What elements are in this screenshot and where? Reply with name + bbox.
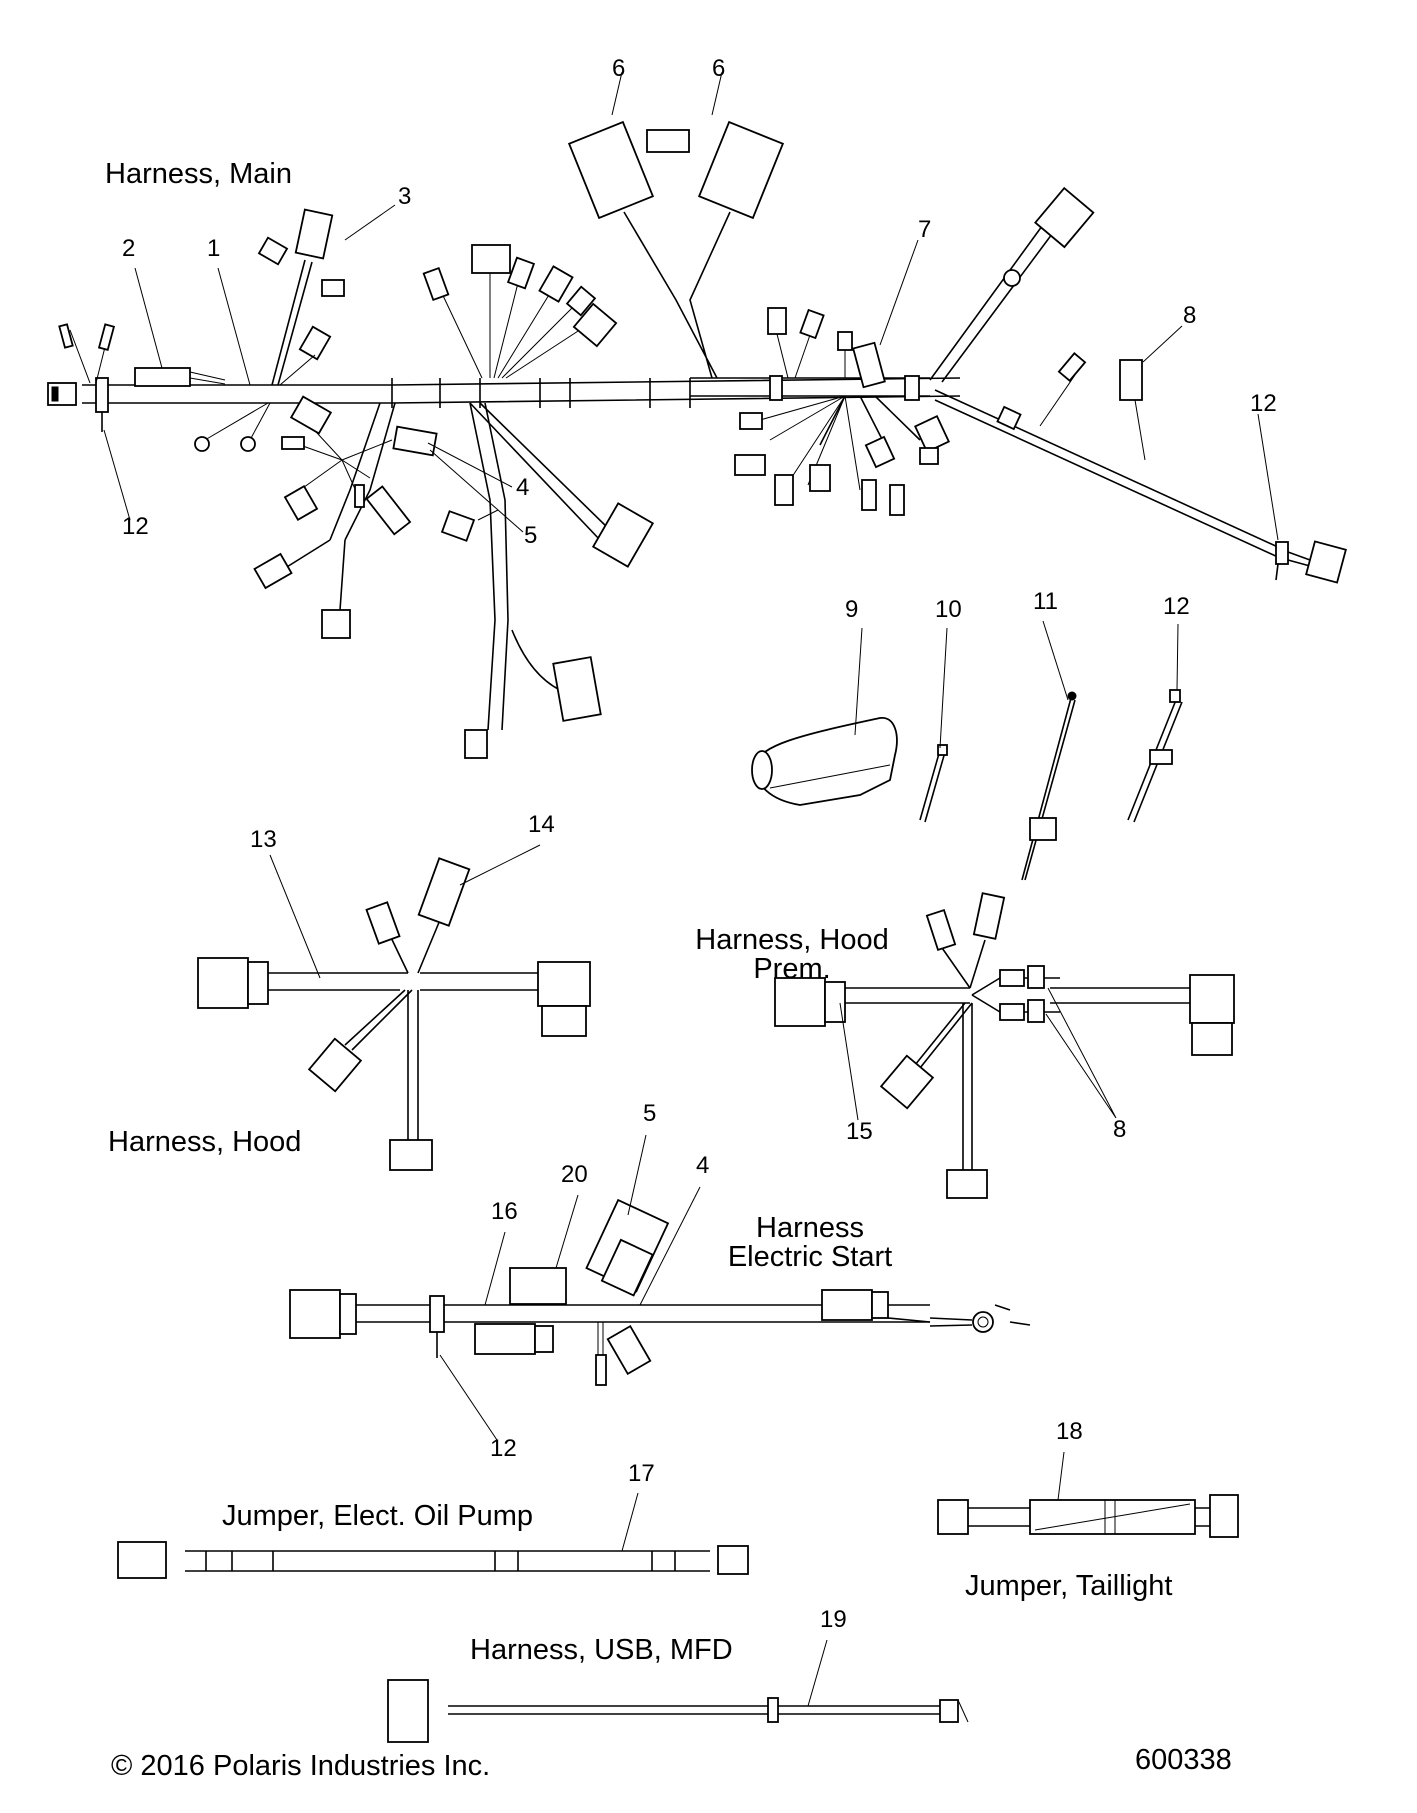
- callout-14: 14: [528, 811, 555, 838]
- connector-es-mid: [474, 1323, 536, 1355]
- callout-12-right: 12: [1250, 390, 1277, 417]
- connector-hoodprem-left: [774, 977, 826, 1027]
- callout-6b: 6: [712, 55, 726, 82]
- connector-tail-right: [1209, 1494, 1239, 1538]
- harness-hood-prem: [774, 892, 1235, 1199]
- connector-oil-right: [717, 1545, 749, 1575]
- title-harness-usb-mfd: Harness, USB, MFD: [470, 1634, 733, 1666]
- module-6-clip: [646, 129, 690, 153]
- leader-lines: [103, 71, 1279, 1707]
- part-11-tie: [1021, 697, 1076, 881]
- title-jumper-taillight: Jumper, Taillight: [965, 1570, 1173, 1602]
- callout-19: 19: [820, 1606, 847, 1633]
- usb-port: [939, 1699, 959, 1723]
- callout-8: 8: [1183, 302, 1197, 329]
- connector-7: [852, 341, 886, 389]
- connector-main-top-right: [1034, 186, 1095, 249]
- callout-10: 10: [935, 596, 962, 623]
- fastener-12-right: [1275, 541, 1289, 565]
- callout-4: 4: [516, 474, 530, 501]
- callout-2: 2: [122, 235, 136, 262]
- callout-9: 9: [845, 596, 859, 623]
- loose-parts: [751, 689, 1183, 881]
- part-10-tie: [919, 749, 946, 823]
- connector-hoodprem-bottom: [946, 1169, 988, 1199]
- connector-main-bottom-right: [1305, 540, 1347, 584]
- connector-es-right: [821, 1289, 873, 1321]
- connector-usb-left: [387, 1679, 429, 1743]
- fuse-20: [509, 1267, 567, 1305]
- connector-14: [417, 857, 471, 927]
- title-harness-main: Harness, Main: [105, 158, 292, 190]
- callout-5-es: 5: [643, 1100, 657, 1127]
- title-jumper-oil-pump: Jumper, Elect. Oil Pump: [222, 1500, 534, 1532]
- main-harness: [47, 120, 1347, 759]
- module-6-left: [567, 120, 655, 220]
- callout-12-left: 12: [122, 513, 149, 540]
- connector-4: [392, 425, 438, 457]
- callout-3: 3: [398, 183, 412, 210]
- title-harness-hood: Harness, Hood: [108, 1126, 302, 1158]
- fastener-12-es: [429, 1295, 445, 1333]
- callout-4-es: 4: [696, 1152, 710, 1179]
- callout-1: 1: [207, 235, 221, 262]
- copyright: © 2016 Polaris Industries Inc.: [111, 1750, 491, 1782]
- connector-hood-bottom: [389, 1139, 433, 1171]
- connector-oil-left: [117, 1541, 167, 1579]
- connector-hoodprem-right: [1189, 974, 1235, 1024]
- harness-usb-mfd: [387, 1679, 969, 1743]
- title-hood-prem-line2: Prem.: [753, 953, 831, 985]
- callout-18: 18: [1056, 1418, 1083, 1445]
- callout-6a: 6: [612, 55, 626, 82]
- callout-11: 11: [1033, 588, 1058, 615]
- title-harness-hood-prem: Harness, Hood Prem.: [662, 926, 922, 984]
- jumper-oil-pump: [117, 1541, 749, 1579]
- title-es-line2: Electric Start: [727, 1241, 893, 1273]
- connector-hood-left: [197, 957, 249, 1009]
- callout-7: 7: [918, 216, 932, 243]
- title-es-line1: Harness: [756, 1212, 864, 1244]
- callout-16: 16: [491, 1198, 518, 1225]
- ring-terminal: [972, 1311, 994, 1333]
- harness-hood: [197, 857, 591, 1171]
- drawing-number: 600338: [1135, 1744, 1232, 1776]
- module-6-right: [697, 120, 785, 220]
- connector-2: [134, 367, 191, 387]
- connector-tail-left: [937, 1499, 969, 1535]
- callout-13: 13: [250, 826, 277, 853]
- callout-17: 17: [628, 1460, 655, 1487]
- grommet: [767, 1697, 779, 1723]
- title-hood-prem-line1: Harness, Hood: [695, 924, 889, 956]
- callout-12-es: 12: [490, 1435, 517, 1462]
- title-harness-electric-start: Harness Electric Start: [700, 1214, 920, 1272]
- connector-fan-a: [471, 244, 511, 274]
- connector-es-left: [289, 1289, 341, 1339]
- callout-8-hoodprem: 8: [1113, 1116, 1127, 1143]
- callout-5: 5: [524, 522, 538, 549]
- callout-20: 20: [561, 1161, 588, 1188]
- callout-15: 15: [846, 1118, 873, 1145]
- connector-3: [294, 208, 334, 260]
- connector-es-4: [600, 1238, 654, 1297]
- fastener-12-left: [95, 377, 109, 413]
- connector-hood-right: [537, 961, 591, 1007]
- part-9-conduit: [754, 717, 898, 806]
- connector-8: [1119, 359, 1143, 401]
- jumper-taillight: [937, 1494, 1239, 1538]
- callout-12-part: 12: [1163, 593, 1190, 620]
- harness-electric-start: [289, 1198, 1031, 1386]
